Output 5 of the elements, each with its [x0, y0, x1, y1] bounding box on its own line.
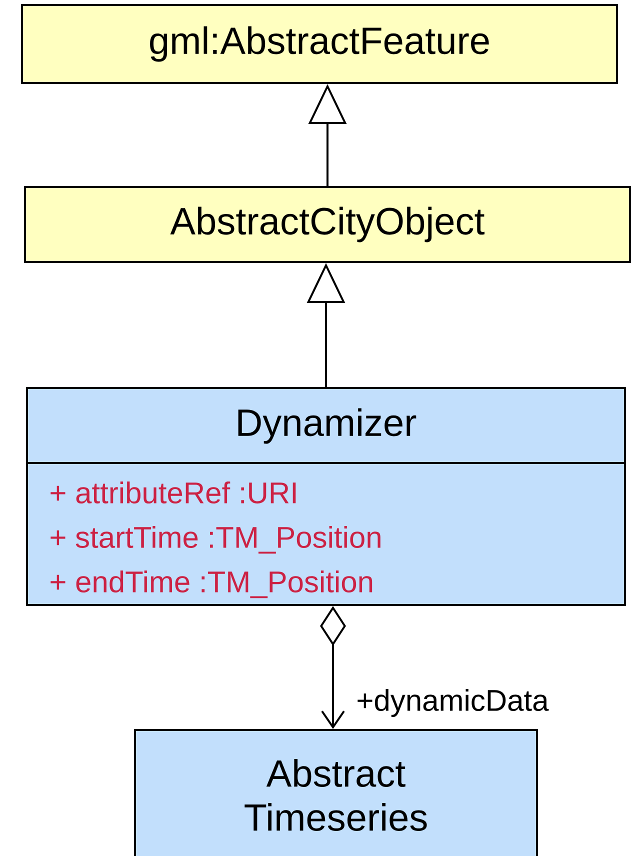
class-box: Abstract Timeseries [134, 729, 538, 856]
class-box: AbstractCityObject [24, 186, 631, 263]
edge-label: +dynamicData [358, 689, 549, 717]
class-box: Dynamizer + attributeRef :URI + startTime :TM_Position + endTime :TM_Position [26, 387, 626, 606]
class-box: gml:AbstractFeature [21, 4, 618, 84]
